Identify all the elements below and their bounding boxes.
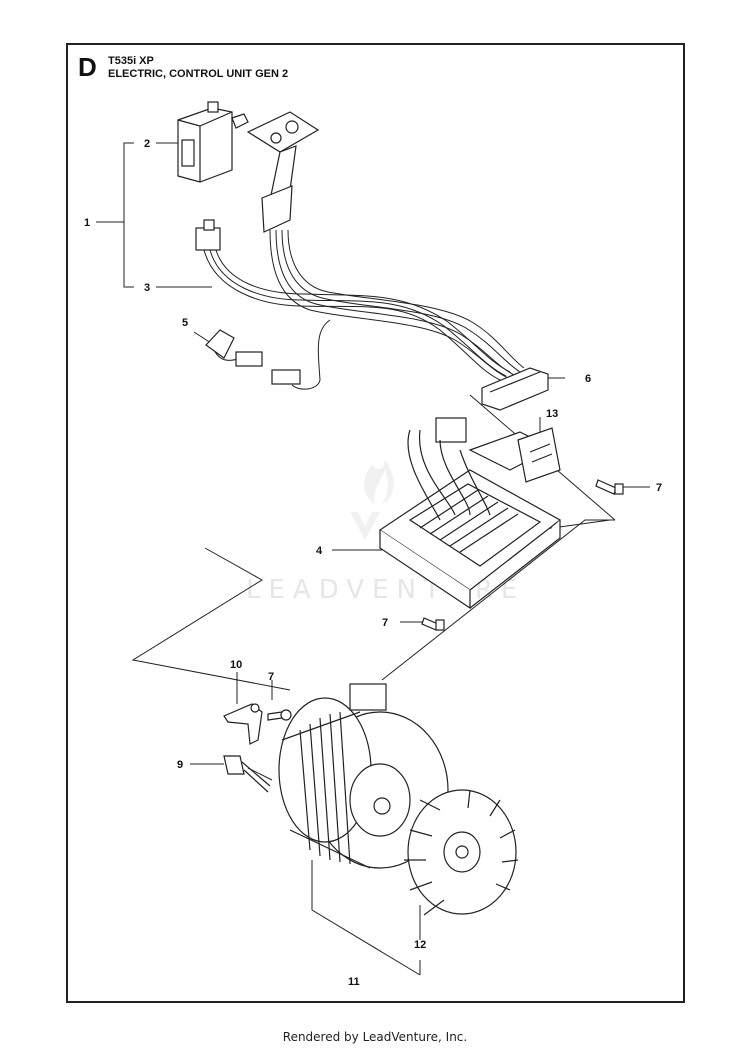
callout-2: 2	[144, 138, 150, 150]
throttle-board	[246, 111, 320, 233]
control-unit	[378, 417, 562, 610]
callout-7: 7	[382, 617, 388, 629]
wire-connector	[195, 219, 221, 251]
callout-4: 4	[316, 545, 323, 557]
callout-11: 11	[348, 976, 360, 988]
cable-clip	[223, 703, 263, 745]
wiring-harness	[203, 229, 525, 390]
callout-7: 7	[268, 671, 274, 683]
bolt	[223, 755, 271, 793]
footer-credit: Rendered by LeadVenture, Inc.	[282, 1030, 468, 1044]
model-name: T535i XP	[108, 55, 154, 67]
flame-logo-icon	[350, 460, 394, 540]
title-block: T535i XP ELECTRIC, CONTROL UNIT GEN 2	[108, 55, 288, 81]
callout-13: 13	[546, 408, 558, 420]
callout-1: 1	[84, 217, 90, 229]
section-letter: D	[78, 52, 97, 82]
callout-5: 5	[182, 317, 188, 329]
diagram-frame	[66, 43, 685, 1003]
screw	[267, 479, 624, 721]
harness-plug	[481, 367, 549, 411]
cooling-fan	[404, 789, 519, 916]
callout-6: 6	[585, 373, 591, 385]
callout-10: 10	[230, 659, 242, 671]
switch-housing	[177, 101, 249, 183]
callout-3: 3	[144, 282, 150, 294]
diagram-title: ELECTRIC, CONTROL UNIT GEN 2	[108, 68, 289, 80]
sensor-assembly	[205, 329, 301, 385]
callout-9: 9	[177, 759, 183, 771]
terminal-block	[517, 427, 561, 483]
callout-12: 12	[414, 939, 426, 951]
callout-7: 7	[656, 482, 662, 494]
